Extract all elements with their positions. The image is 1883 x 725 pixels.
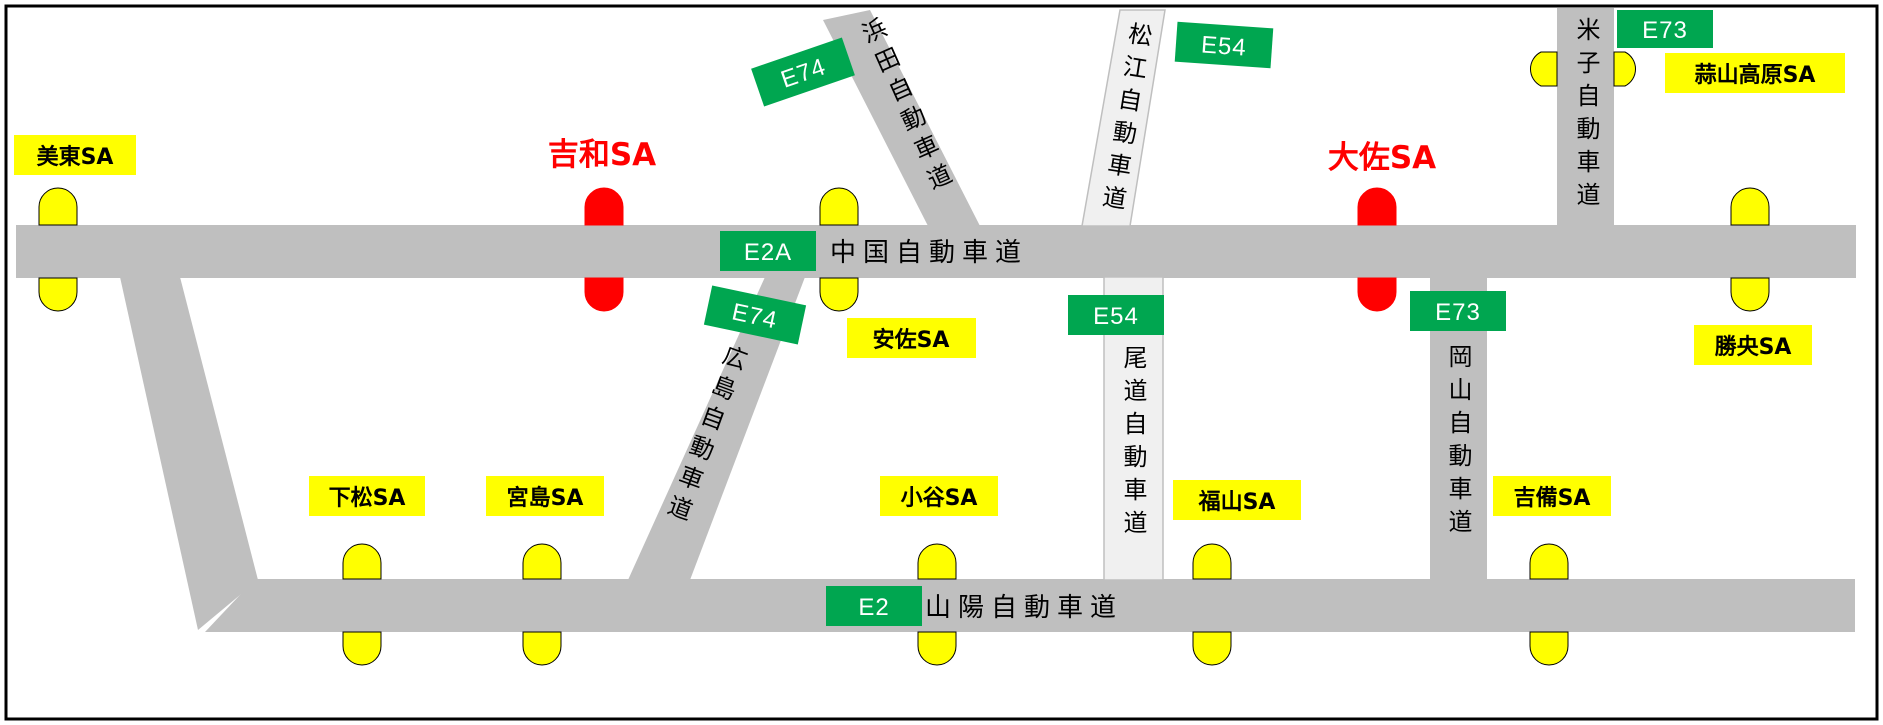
sa-marker-kodani — [917, 543, 957, 666]
badge-matsue-text: E54 — [1200, 31, 1247, 61]
sa-markers — [38, 51, 1770, 666]
badge-sanyo: E2 — [826, 586, 922, 626]
badge-hiroshima: E74 — [703, 285, 807, 345]
badge-sanyo-text: E2 — [858, 594, 889, 621]
badge-yonago-text: E73 — [1642, 17, 1688, 44]
badge-chugoku: E2A — [720, 231, 816, 271]
badge-onomichi: E54 — [1068, 295, 1164, 335]
badge-okayama: E73 — [1410, 291, 1506, 331]
sa-label-kibi: 吉備SA — [1493, 476, 1611, 516]
sa-label-hiruzen: 蒜山高原SA — [1665, 53, 1845, 93]
svg-text:安佐SA: 安佐SA — [873, 327, 950, 353]
sa-label-yoshiwa: 吉和SA — [548, 137, 656, 173]
sanyo-road — [205, 579, 1855, 632]
sa-marker-shoo — [1730, 187, 1770, 312]
badge-yonago: E73 — [1617, 10, 1713, 48]
sa-label-asa: 安佐SA — [847, 318, 976, 358]
sa-marker-fukuyama — [1192, 543, 1232, 666]
sa-label-kodani: 小谷SA — [880, 476, 998, 516]
badge-matsue: E54 — [1174, 21, 1274, 69]
badge-chugoku-text: E2A — [744, 239, 792, 266]
sa-marker-asa — [819, 187, 859, 312]
svg-text:小谷SA: 小谷SA — [901, 486, 978, 511]
sa-label-mito: 美東SA — [14, 135, 136, 175]
svg-text:宮島SA: 宮島SA — [507, 485, 584, 511]
svg-text:勝央SA: 勝央SA — [1715, 334, 1792, 360]
svg-text:吉備SA: 吉備SA — [1514, 485, 1591, 511]
badge-hamada: E74 — [751, 37, 855, 107]
connector-road — [120, 277, 258, 630]
road-name-sanyo: 山陽自動車道 — [925, 593, 1123, 623]
sa-label-shoo: 勝央SA — [1694, 325, 1812, 365]
hamada-road — [823, 10, 980, 226]
sa-label-daisa: 大佐SA — [1328, 140, 1436, 176]
sa-marker-yoshiwa — [584, 187, 624, 312]
road-name-onomichi: 尾道自動車道 — [1119, 345, 1147, 543]
yonago-road — [1557, 8, 1614, 226]
sa-marker-mito — [38, 187, 78, 312]
badge-okayama-text: E73 — [1435, 299, 1481, 326]
road-name-yonago: 米子自動車道 — [1572, 17, 1600, 215]
road-name-chugoku: 中国自動車道 — [830, 238, 1028, 268]
sa-label-shimomatsu: 下松SA — [309, 476, 425, 516]
sa-marker-daisa — [1357, 187, 1397, 312]
svg-text:福山SA: 福山SA — [1198, 490, 1276, 515]
matsue-road — [1081, 9, 1166, 227]
svg-text:美東SA: 美東SA — [37, 144, 114, 170]
badge-onomichi-text: E54 — [1093, 303, 1139, 330]
sa-marker-miyajima — [522, 543, 562, 666]
sa-marker-hiruzen — [1529, 51, 1637, 87]
hiroshima-road — [628, 277, 805, 580]
chugoku-road — [16, 225, 1856, 278]
sa-marker-shimomatsu — [342, 543, 382, 666]
sa-label-miyajima: 宮島SA — [486, 476, 604, 516]
sa-marker-kibi — [1529, 543, 1569, 666]
road-name-okayama: 岡山自動車道 — [1444, 344, 1472, 542]
sa-label-fukuyama: 福山SA — [1173, 480, 1301, 520]
svg-text:下松SA: 下松SA — [329, 486, 406, 511]
svg-text:蒜山高原SA: 蒜山高原SA — [1695, 62, 1816, 88]
